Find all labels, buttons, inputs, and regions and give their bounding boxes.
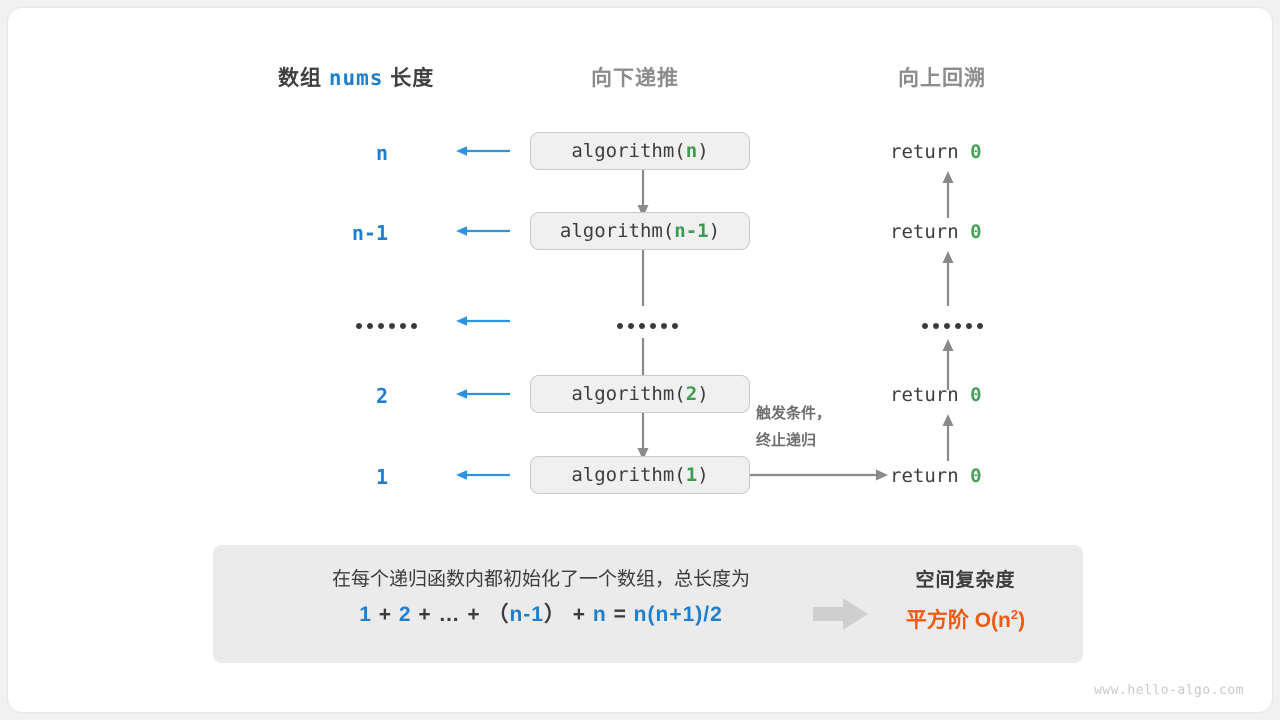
down-arrow-1-to-2 (637, 170, 649, 217)
call-box-row-2[interactable]: algorithm(n-1) (530, 212, 750, 250)
return-keyword-row-2: return (890, 221, 959, 243)
call-box-row-1[interactable]: algorithm(n) (530, 132, 750, 170)
header-middle-column: 向下递推 (591, 67, 679, 90)
header-right-column: 向上回溯 (898, 67, 986, 90)
formula-paren-open: （ (487, 603, 510, 626)
call-box-row-4[interactable]: algorithm(2) (530, 375, 750, 413)
terminate-recursion-arrow (750, 469, 888, 481)
call-text-suffix-row-2: ) (708, 220, 721, 242)
up-arrow-4-to-ellipsis (942, 339, 954, 390)
left-arrow-row-5 (456, 470, 510, 480)
call-arg-row-2: n-1 (674, 220, 709, 242)
left-arrow-row-2 (456, 226, 510, 236)
return-label-row-2: return 0 (890, 221, 982, 243)
summary-right: 空间复杂度 平方阶 O(n2) (873, 565, 1058, 639)
header-left-suffix: 长度 (390, 67, 435, 90)
complexity-big-o: O(n (974, 609, 1011, 632)
return-value-row-5: 0 (970, 465, 982, 487)
formula-equals: = (613, 603, 627, 626)
down-arrow-4-to-5 (637, 413, 649, 460)
summary-panel: 在每个递归函数内都初始化了一个数组，总长度为 1 + 2 + … + （n-1）… (213, 545, 1083, 663)
formula-term-1: 1 (359, 603, 372, 626)
formula-result: n(n+1)/2 (633, 603, 723, 626)
formula-op-1: + (378, 603, 392, 626)
formula-ellipsis: … (438, 603, 461, 626)
formula-op-2: + (418, 603, 432, 626)
implies-arrow-icon (813, 598, 868, 630)
return-label-row-5: return 0 (890, 465, 982, 487)
terminate-note: 触发条件， 终止递归 (756, 400, 831, 454)
length-label-row-1: n (375, 141, 388, 165)
return-label-row-1: return 0 (890, 141, 982, 163)
formula-op-4: + (572, 603, 587, 626)
summary-formula: 1 + 2 + … + （n-1） + n = n(n+1)/2 (241, 595, 841, 635)
terminate-note-line-2: 终止递归 (756, 432, 817, 449)
left-arrow-row-4 (456, 389, 510, 399)
ellipsis-middle-column (617, 323, 678, 329)
up-arrow-ellipsis-to-2 (942, 251, 954, 306)
left-arrow-row-1 (456, 146, 510, 156)
ellipsis-right-column (922, 323, 983, 329)
complexity-prefix: 平方阶 (905, 609, 969, 632)
call-arg-row-5: 1 (685, 464, 698, 486)
call-text-prefix-row-5: algorithm( (571, 464, 686, 486)
call-text-suffix-row-4: ) (697, 383, 709, 405)
complexity-exponent: 2 (1010, 607, 1019, 622)
left-arrow-row-3 (456, 316, 510, 326)
formula-term-n: n (592, 603, 607, 626)
call-text-suffix-row-1: ) (697, 140, 709, 162)
ellipsis-left-column (356, 323, 417, 329)
up-arrow-2-to-1 (942, 171, 954, 218)
call-box-row-5[interactable]: algorithm(1) (530, 456, 750, 494)
header-left-column: 数组 nums 长度 (278, 62, 434, 92)
summary-left: 在每个递归函数内都初始化了一个数组，总长度为 1 + 2 + … + （n-1）… (241, 565, 841, 635)
header-left-prefix: 数组 (278, 67, 322, 90)
diagram-stage: 数组 nums 长度 向下递推 向上回溯 n algorithm(n) retu… (8, 8, 1272, 712)
up-arrow-5-to-4 (942, 414, 954, 461)
return-value-row-1: 0 (970, 141, 982, 163)
length-label-row-2: n-1 (351, 221, 388, 245)
call-arg-row-1: n (685, 140, 698, 162)
call-text-suffix-row-5: ) (697, 464, 709, 486)
return-value-row-4: 0 (970, 384, 982, 406)
formula-term-nminus1: n-1 (509, 603, 544, 626)
space-complexity-value: 平方阶 O(n2) (873, 597, 1058, 639)
call-text-prefix-row-2: algorithm( (559, 220, 675, 242)
call-arg-row-4: 2 (685, 383, 698, 405)
space-complexity-title: 空间复杂度 (915, 570, 1016, 591)
terminate-note-line-1: 触发条件， (756, 405, 832, 422)
return-keyword-row-4: return (890, 384, 959, 406)
formula-term-2: 2 (398, 603, 412, 626)
return-label-row-4: return 0 (890, 384, 982, 406)
watermark: www.hello-algo.com (1094, 683, 1244, 698)
down-arrow-2-to-ellipsis (641, 250, 645, 306)
complexity-tail: ) (1018, 609, 1026, 632)
diagram-canvas: 数组 nums 长度 向下递推 向上回溯 n algorithm(n) retu… (8, 8, 1272, 712)
return-value-row-2: 0 (970, 221, 982, 243)
length-label-row-5: 1 (375, 465, 388, 489)
call-text-prefix-row-4: algorithm( (571, 383, 686, 405)
formula-paren-close: ） (543, 603, 566, 626)
header-left-code: nums (328, 66, 384, 90)
call-text-prefix-row-1: algorithm( (571, 140, 686, 162)
length-label-row-4: 2 (375, 384, 388, 408)
return-keyword-row-1: return (890, 141, 959, 163)
summary-description: 在每个递归函数内都初始化了一个数组，总长度为 (331, 569, 750, 590)
formula-op-3: + (467, 603, 481, 626)
return-keyword-row-5: return (890, 465, 959, 487)
